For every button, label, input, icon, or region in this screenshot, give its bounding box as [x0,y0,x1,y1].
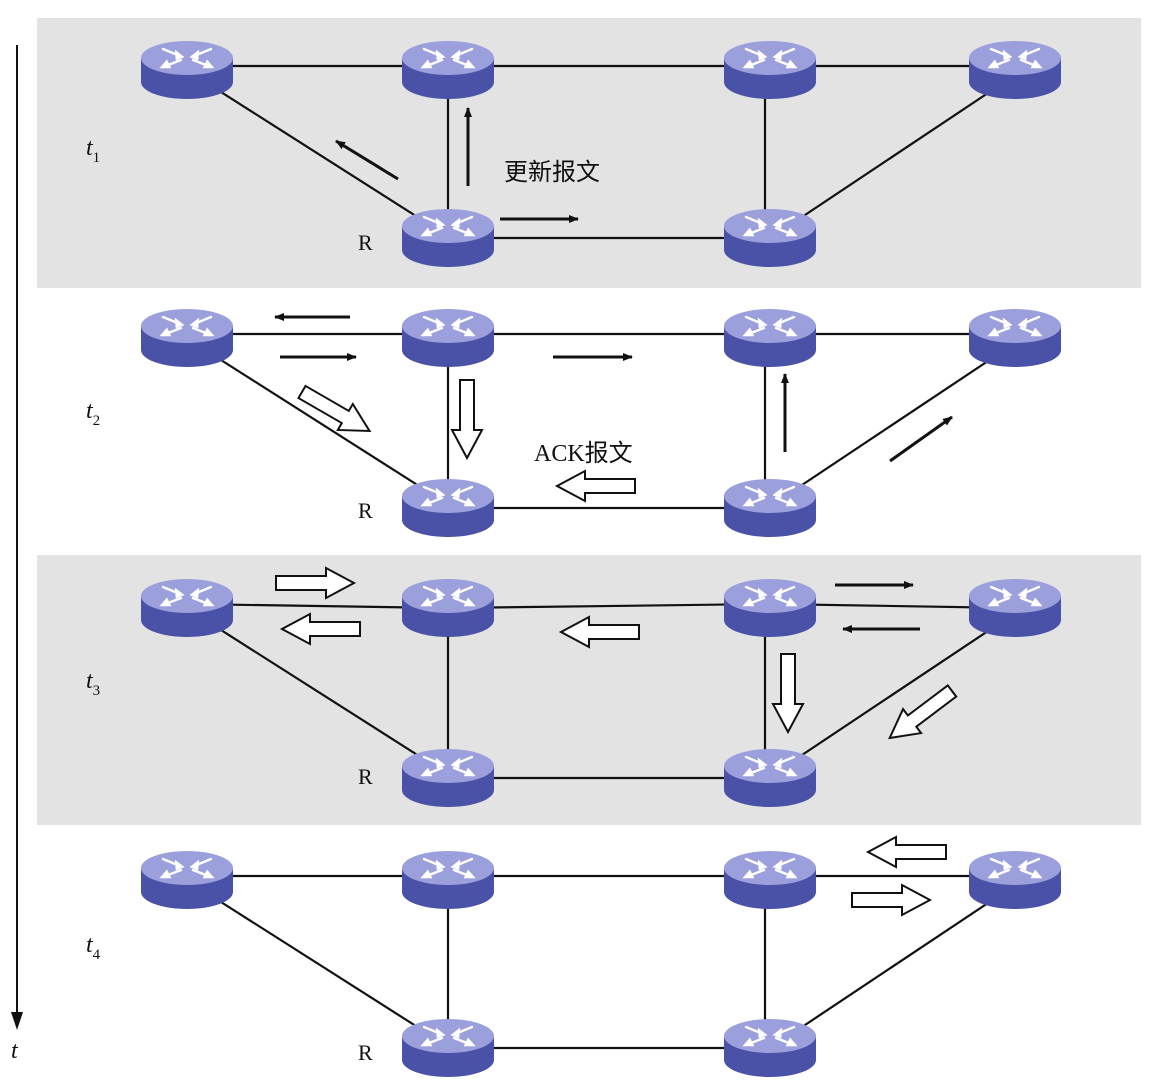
router-d-t4 [967,849,1063,911]
ack-arrow-d-to-c [865,835,947,869]
router-d-t2 [967,307,1063,369]
link-a-r [209,352,431,494]
panel-t3: R t3 [86,566,1063,809]
router-a-t3 [139,577,235,639]
update-message-label: 更新报文 [504,159,600,186]
ack-arrow-d-to-e [888,684,958,740]
router-b-t3 [400,577,496,639]
link-b-c [447,602,771,610]
ack-arrow-c-to-e [771,653,805,735]
time-axis-label: t [11,1038,19,1064]
ack-message-label: ACK报文 [534,440,633,467]
links-t1 [187,64,1015,240]
panel-t4: R t4 [86,835,1063,1079]
router-c-t4 [722,849,818,911]
ack-arrow-c-to-d [851,883,933,917]
router-a-t2 [139,307,235,369]
router-c-t1 [722,39,818,101]
time-label-t1: t1 [86,135,100,166]
router-r-label-t2: R [358,498,373,523]
time-label-t4: t4 [86,932,101,963]
link-a-r [209,894,431,1036]
links-t2 [187,332,1015,510]
link-a-r [209,622,431,764]
link-d-e [789,352,1001,494]
ack-arrow-c-to-b [558,615,640,649]
ack-arrow-e-to-r [554,469,636,503]
router-r-t1 [400,207,496,269]
router-e-t1 [722,207,818,269]
router-a-t1 [139,39,235,101]
router-r-t3 [400,747,496,809]
router-e-t3 [722,747,818,809]
router-c-t3 [722,577,818,639]
link-d-e [789,894,1001,1036]
router-b-t2 [400,307,496,369]
update-arrow-e-to-d [889,415,953,463]
links-t3 [186,602,1016,780]
ack-arrow-b-to-a [279,612,361,646]
router-r-t2 [400,477,496,539]
panel-t1: 更新报文 R t1 [86,39,1063,269]
router-a-t4 [139,849,235,911]
router-r-label-t1: R [358,230,373,255]
ack-arrow-a-to-b [275,566,357,600]
router-r-label-t3: R [358,764,373,789]
link-d-e [789,84,1001,226]
router-b-t1 [400,39,496,101]
time-label-t3: t3 [86,668,100,699]
router-r-t4 [400,1017,496,1079]
router-e-t2 [722,477,818,539]
ack-arrow-a-to-r [297,384,372,433]
panel-t2: ACK报文 R t2 [86,307,1063,539]
router-d-t1 [967,39,1063,101]
link-a-r [209,84,431,226]
router-r-label-t4: R [358,1040,373,1065]
router-e-t4 [722,1017,818,1079]
time-label-t2: t2 [86,398,100,429]
router-d-t3 [967,577,1063,639]
link-d-e [789,622,1001,764]
update-arrow-r-to-a [335,139,399,181]
ack-arrow-b-to-r [450,379,484,461]
time-axis-arrowhead [11,1012,23,1030]
router-c-t2 [722,307,818,369]
router-b-t4 [400,849,496,911]
